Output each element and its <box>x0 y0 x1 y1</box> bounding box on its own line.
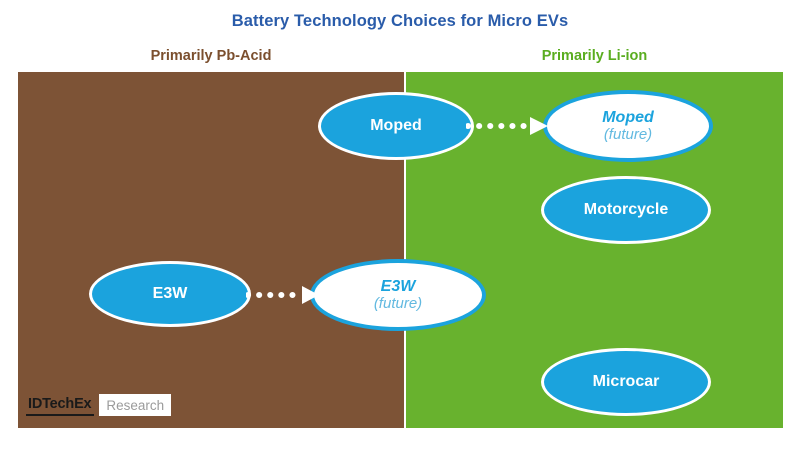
idtechex-logo: IDTechEx Research <box>26 394 172 416</box>
node-motorcycle[interactable]: Motorcycle <box>541 176 711 244</box>
page-title: Battery Technology Choices for Micro EVs <box>231 12 569 30</box>
node-microcar-label: Microcar <box>592 373 660 391</box>
column-header-li-ion: Primarily Li-ion <box>541 48 648 64</box>
node-e3w-label: E3W <box>152 285 188 303</box>
node-e3w-future-sublabel: (future) <box>373 294 423 312</box>
node-e3w-future[interactable]: E3W (future) <box>310 259 486 331</box>
node-moped-future-sublabel: (future) <box>603 125 653 143</box>
idtechex-research-badge: Research <box>99 394 172 416</box>
node-moped-label: Moped <box>370 117 422 135</box>
arrow-e3w-to-e3w-future <box>246 286 319 304</box>
node-microcar[interactable]: Microcar <box>541 348 711 416</box>
node-moped-future-label: Moped <box>602 108 654 126</box>
node-e3w-future-label: E3W <box>380 277 416 295</box>
node-e3w[interactable]: E3W <box>89 261 251 327</box>
node-motorcycle-label: Motorcycle <box>583 201 669 219</box>
idtechex-wordmark: IDTechEx <box>26 394 95 416</box>
node-moped[interactable]: Moped <box>318 92 474 160</box>
arrow-moped-to-moped-future <box>466 117 548 135</box>
column-header-pb-acid: Primarily Pb-Acid <box>150 48 272 64</box>
node-moped-future[interactable]: Moped (future) <box>543 90 713 162</box>
